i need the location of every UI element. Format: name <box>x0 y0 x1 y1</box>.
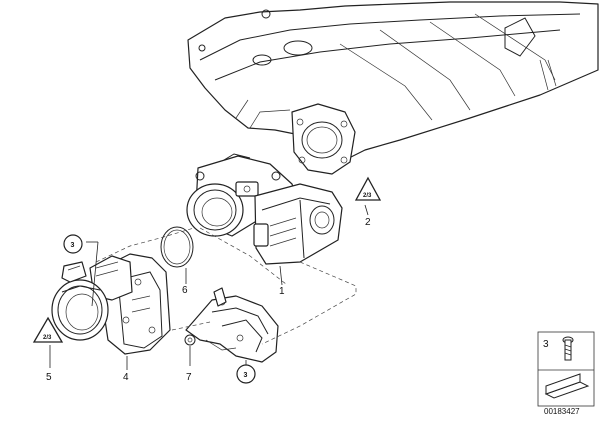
callout-5: 5 <box>46 372 52 383</box>
callout-6: 6 <box>182 285 188 296</box>
intake-manifold <box>187 1 599 175</box>
circle-ref-bottom-label: 3 <box>244 372 248 379</box>
o-ring-gasket <box>160 226 194 268</box>
callout-4: 4 <box>123 372 129 383</box>
circle-reference-bottom: 3 <box>236 364 256 384</box>
throttle-body <box>186 153 343 265</box>
callout-2: 2 <box>365 217 371 228</box>
callout-labels: 1 2 4 5 6 7 <box>46 217 371 383</box>
triangle-ref-right-label: 2/3 <box>363 193 372 199</box>
callout-7: 7 <box>186 372 192 383</box>
legend-box: 3 00183427 <box>537 331 595 416</box>
legend-number: 3 <box>543 339 549 350</box>
triangle-reference-left: 2/3 <box>32 316 64 343</box>
mounting-bracket <box>184 287 279 363</box>
bevel-arrow-icon <box>544 373 590 399</box>
triangle-ref-left-label: 2/3 <box>43 335 52 341</box>
leader-lines <box>49 204 369 370</box>
callout-1: 1 <box>279 286 285 297</box>
triangle-reference-right: 2/3 <box>354 176 382 201</box>
bolt-icon <box>562 336 574 361</box>
circle-ref-top-label: 3 <box>71 242 75 249</box>
throttle-body-alternate <box>51 253 171 355</box>
circle-reference-top: 3 <box>63 234 83 254</box>
catalog-number: 00183427 <box>544 407 580 416</box>
